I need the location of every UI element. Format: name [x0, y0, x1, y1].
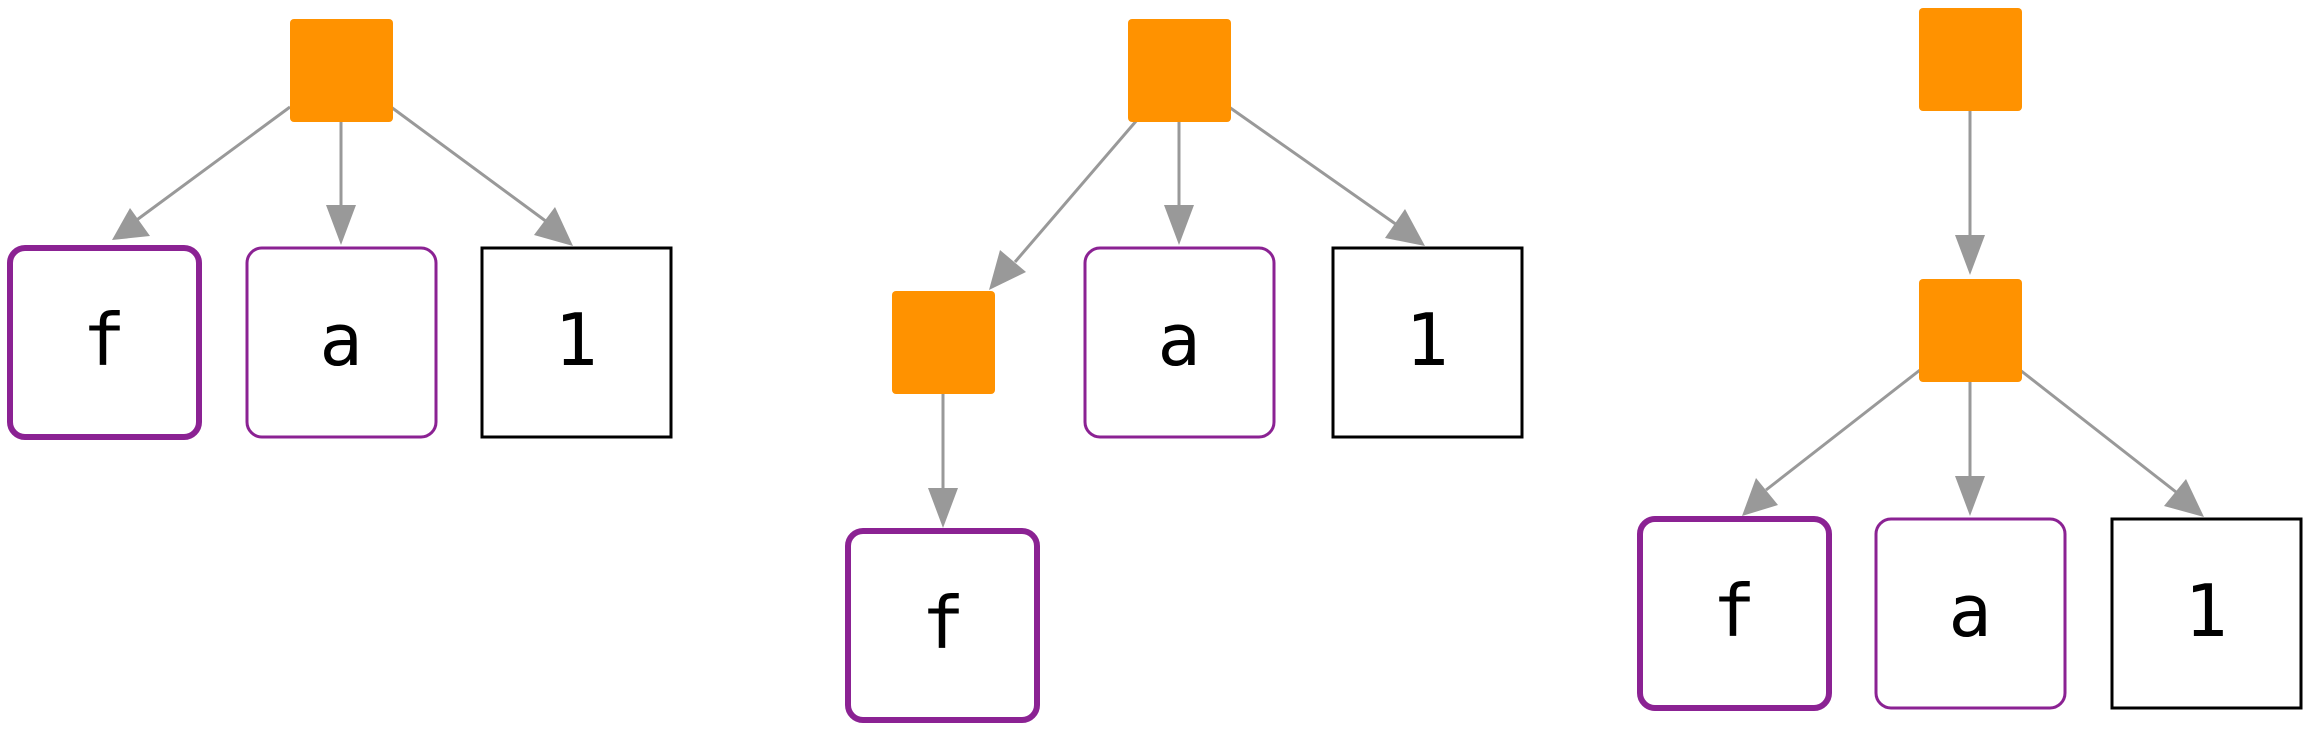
tree-2-leaf-a-box — [1083, 246, 1276, 439]
tree-2-leaf-1: 1 — [1331, 246, 1524, 439]
tree-2: a 1 f — [845, 19, 1524, 723]
tree-3-edge-to-f — [1742, 368, 1921, 516]
tree-1-leaf-1-label: 1 — [554, 298, 597, 382]
tree-3-leaf-1-label: 1 — [2184, 569, 2227, 653]
tree-1-leaf-f-label: f — [82, 298, 125, 382]
tree-1-edge-to-f — [112, 105, 291, 240]
tree-3: f a 1 — [1637, 8, 2303, 711]
tree-1-edge-to-1 — [390, 105, 573, 246]
tree-1-leaf-a-box — [245, 246, 438, 439]
tree-3-leaf-1-box — [2110, 517, 2303, 710]
tree-3-inner-operator-node — [1919, 279, 2022, 382]
tree-2-leaf-f-box — [845, 528, 1040, 723]
tree-2-edge-to-f — [928, 394, 958, 528]
tree-1-edge-to-a — [326, 120, 356, 245]
tree-3-leaf-a-box — [1874, 517, 2067, 710]
tree-2-inner-operator-node — [892, 291, 995, 394]
tree-2-leaf-a-label: a — [1157, 298, 1200, 382]
tree-2-leaf-f: f — [845, 528, 1040, 723]
tree-2-leaf-1-box — [1331, 246, 1524, 439]
tree-2-leaf-a: a — [1083, 246, 1276, 439]
tree-2-edge-to-operator — [989, 119, 1139, 290]
tree-2-root-operator-node — [1128, 19, 1231, 122]
tree-3-edge-to-a — [1955, 382, 1985, 516]
tree-2-edge-to-a — [1164, 120, 1194, 245]
tree-1-leaf-1-box — [480, 246, 673, 439]
tree-2-leaf-f-label: f — [921, 581, 964, 665]
tree-1-leaf-f-box — [7, 245, 202, 440]
tree-1-leaf-f: f — [7, 245, 202, 440]
tree-3-leaf-f-box — [1637, 516, 1832, 711]
tree-3-leaf-a: a — [1874, 517, 2067, 710]
tree-1: f a 1 — [7, 19, 673, 440]
tree-1-leaf-a: a — [245, 246, 438, 439]
tree-3-root-operator-node — [1919, 8, 2022, 111]
tree-3-edge-to-1 — [2019, 368, 2204, 517]
tree-3-leaf-f-label: f — [1712, 569, 1755, 653]
tree-2-edge-to-1 — [1228, 105, 1425, 246]
tree-3-leaf-a-label: a — [1948, 569, 1991, 653]
tree-2-leaf-1-label: 1 — [1405, 298, 1448, 382]
tree-1-leaf-a-label: a — [319, 298, 362, 382]
tree-3-edge-root-to-operator — [1955, 110, 1985, 275]
tree-1-leaf-1: 1 — [480, 246, 673, 439]
tree-3-leaf-1: 1 — [2110, 517, 2303, 710]
tree-3-leaf-f: f — [1637, 516, 1832, 711]
tree-1-root-operator-node — [290, 19, 393, 122]
